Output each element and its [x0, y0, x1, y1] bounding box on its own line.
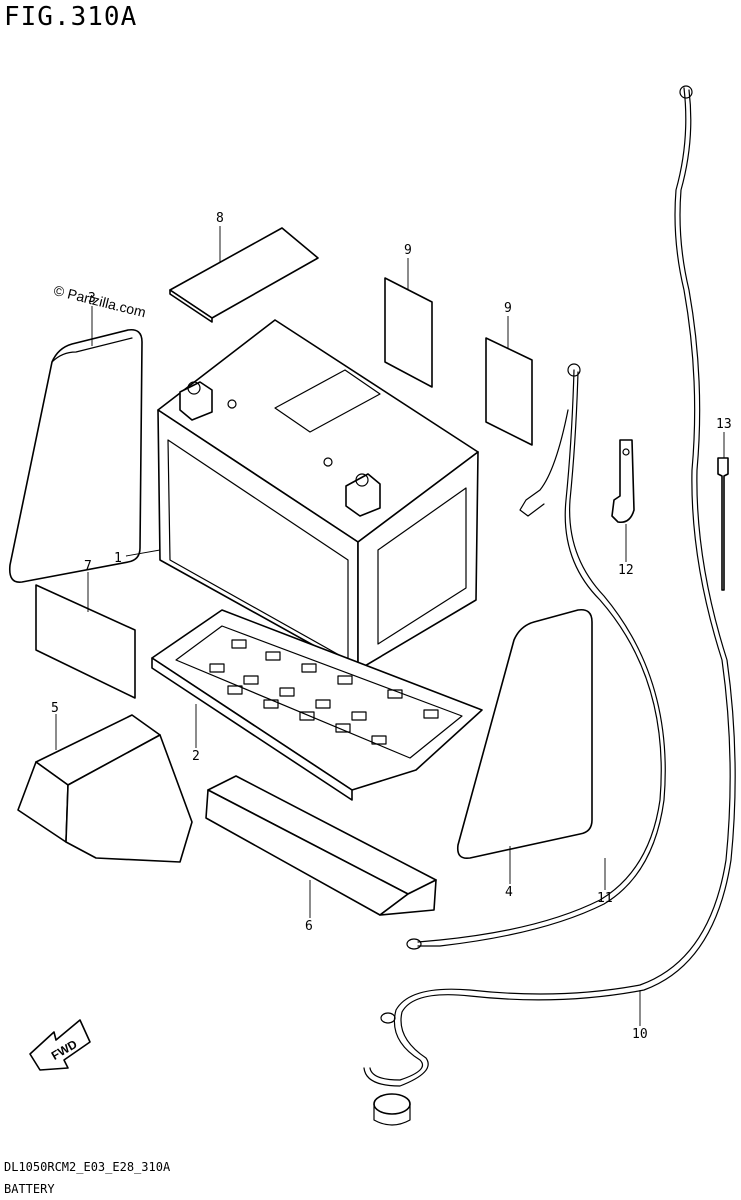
fwd-arrow-icon: FWD — [29, 1019, 91, 1071]
part-8-pad — [169, 227, 319, 323]
callout-4: 4 — [505, 885, 513, 900]
part-2-tray — [151, 609, 483, 801]
callout-2: 2 — [192, 749, 200, 764]
callout-1: 1 — [114, 551, 122, 566]
part-1-battery — [157, 319, 479, 671]
part-5-block — [17, 714, 193, 863]
part-13-tie — [717, 457, 729, 591]
part-9-pad-right — [485, 337, 533, 446]
part-12-clamp — [611, 439, 635, 524]
callout-9b: 9 — [504, 301, 512, 316]
footer-code: DL1050RCM2_E03_E28_310A — [4, 1160, 171, 1174]
callout-5: 5 — [51, 701, 59, 716]
callout-3: 3 — [88, 291, 96, 306]
callout-8: 8 — [216, 211, 224, 226]
callout-11: 11 — [597, 891, 613, 906]
part-6-bar — [205, 775, 437, 916]
part-11-cable — [406, 363, 666, 950]
callout-13: 13 — [716, 417, 732, 432]
part-10-cable — [363, 85, 736, 1126]
footer-name: BATTERY — [4, 1182, 55, 1196]
callout-6: 6 — [305, 919, 313, 934]
callouts: 8 9 9 3 1 7 5 2 6 4 11 10 12 13 — [51, 211, 732, 1042]
callout-12: 12 — [618, 563, 634, 578]
callout-10: 10 — [632, 1027, 648, 1042]
callout-9a: 9 — [404, 243, 412, 258]
part-3-side-pad — [8, 328, 143, 583]
callout-7: 7 — [84, 559, 92, 574]
figure-title: FIG.310A — [4, 2, 138, 32]
part-4-side-pad — [456, 608, 593, 860]
part-7-plate — [35, 584, 136, 699]
leader-lines — [55, 226, 725, 1026]
part-9-pad-left — [384, 277, 433, 388]
